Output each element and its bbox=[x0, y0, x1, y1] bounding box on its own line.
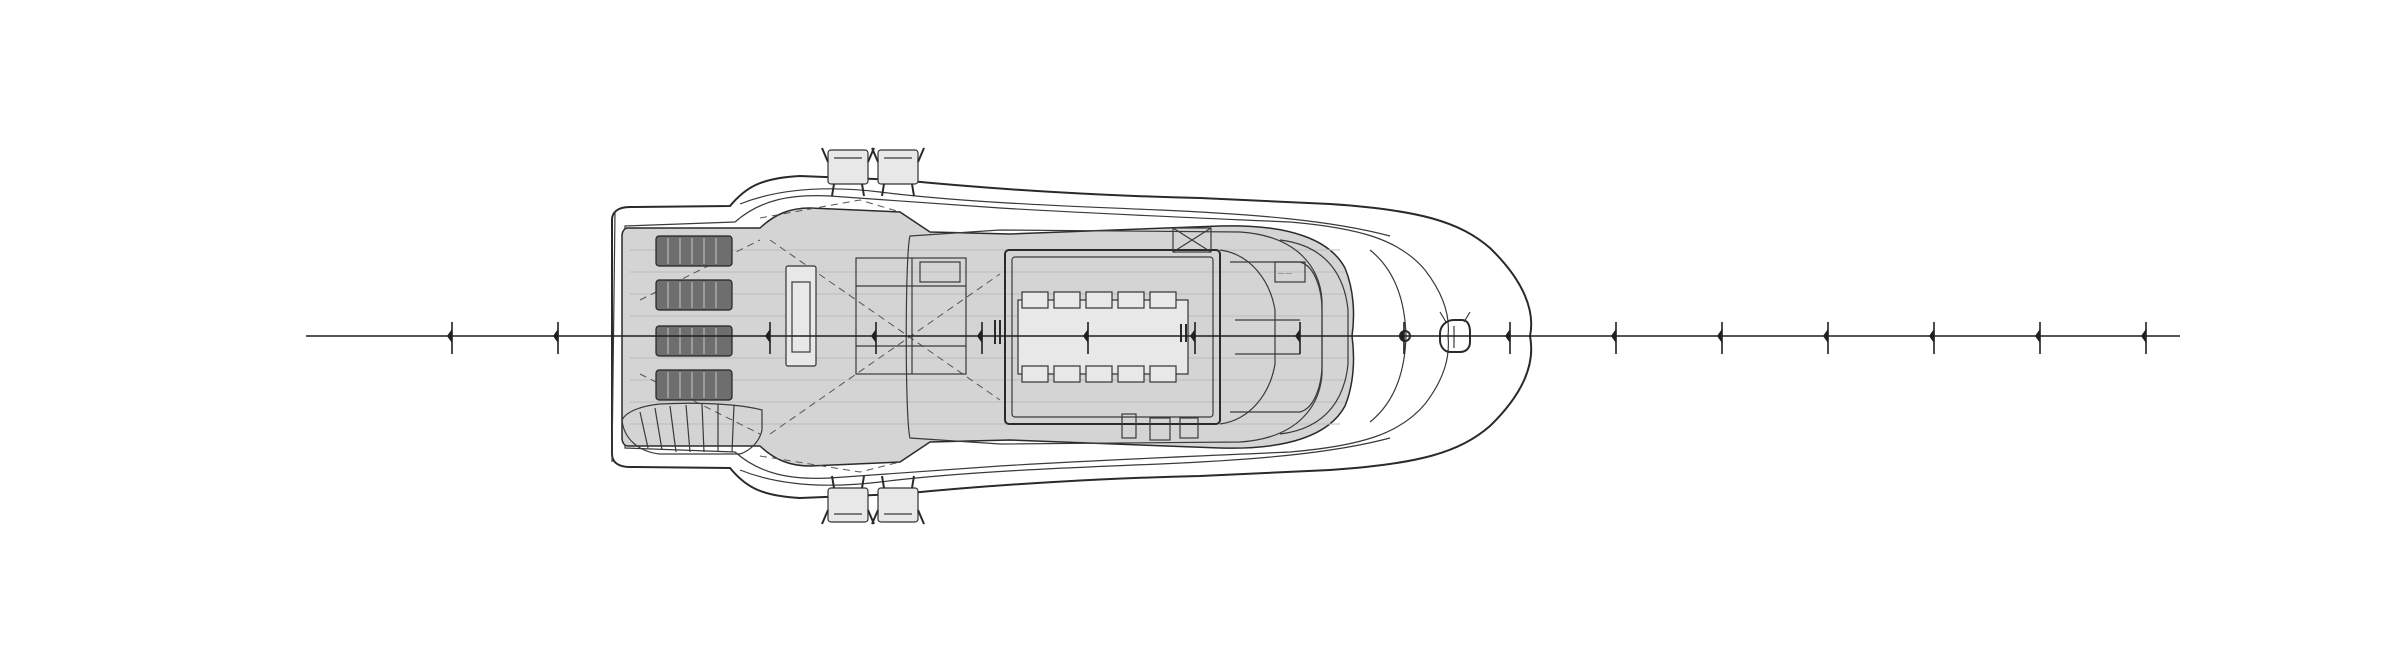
helm-console bbox=[1230, 261, 1323, 413]
transom-curve bbox=[621, 402, 763, 455]
dining-seat bbox=[1149, 365, 1177, 383]
locker-small bbox=[1149, 417, 1171, 441]
dining-seats bbox=[1021, 291, 1177, 383]
station-marker bbox=[1295, 322, 1301, 354]
station-marker bbox=[1611, 322, 1617, 354]
tender-chair bbox=[871, 147, 925, 197]
dining-seat bbox=[1085, 365, 1113, 383]
dining-seat bbox=[1021, 365, 1049, 383]
side-sweep-top bbox=[739, 188, 1391, 237]
station-marker bbox=[1399, 322, 1405, 354]
dining-seat bbox=[1053, 365, 1081, 383]
helm-panel bbox=[1274, 261, 1306, 283]
hardtop-frame bbox=[1004, 249, 1221, 425]
station-marker bbox=[2035, 322, 2041, 354]
foredeck-lounge bbox=[1279, 239, 1349, 435]
station-marker bbox=[1083, 322, 1089, 354]
dining-seat bbox=[1053, 291, 1081, 309]
dining-seat bbox=[1021, 291, 1049, 309]
station-marker bbox=[1929, 322, 1935, 354]
hidden-structure-lines bbox=[639, 199, 1001, 473]
sunbed bbox=[655, 369, 733, 401]
station-markers bbox=[447, 322, 2147, 354]
aft-table-inner bbox=[791, 281, 811, 353]
deck-planking bbox=[630, 249, 1350, 425]
tender-chair bbox=[821, 475, 875, 525]
dining-seat bbox=[1117, 291, 1145, 309]
windscreen-arc bbox=[1219, 249, 1276, 425]
sunbed bbox=[655, 325, 733, 357]
aft-cabinetry bbox=[855, 257, 967, 375]
tender-chairs-top bbox=[821, 147, 925, 197]
tender-chair bbox=[821, 147, 875, 197]
tender-chairs-bottom bbox=[821, 475, 925, 525]
deck-markers bbox=[994, 320, 1187, 344]
hatch-box bbox=[1172, 227, 1212, 253]
sunbed bbox=[655, 235, 733, 267]
station-marker bbox=[1505, 322, 1511, 354]
sunbed bbox=[655, 279, 733, 311]
station-marker bbox=[765, 322, 771, 354]
station-marker bbox=[447, 322, 453, 354]
locker-small bbox=[1121, 413, 1137, 439]
side-sweep-bottom bbox=[739, 437, 1391, 486]
station-marker bbox=[553, 322, 559, 354]
dining-seat bbox=[1117, 365, 1145, 383]
station-marker bbox=[1823, 322, 1829, 354]
station-marker bbox=[1190, 322, 1196, 354]
station-marker bbox=[2141, 322, 2147, 354]
tender-chair bbox=[871, 475, 925, 525]
dining-seat bbox=[1149, 291, 1177, 309]
stern-platform bbox=[611, 211, 616, 463]
station-marker bbox=[871, 322, 877, 354]
station-marker bbox=[1717, 322, 1723, 354]
aft-table bbox=[785, 265, 817, 367]
station-marker bbox=[977, 322, 983, 354]
transom-steps bbox=[639, 403, 735, 453]
sunbeds bbox=[655, 235, 733, 401]
locker-small bbox=[1179, 417, 1199, 439]
hardtop-inner bbox=[1011, 256, 1214, 418]
dining-seat bbox=[1085, 291, 1113, 309]
dining-table bbox=[1017, 299, 1189, 375]
superstructure bbox=[905, 229, 1323, 445]
helm-label-mark: — — bbox=[1278, 271, 1292, 277]
anchor-windlass bbox=[1439, 311, 1471, 353]
